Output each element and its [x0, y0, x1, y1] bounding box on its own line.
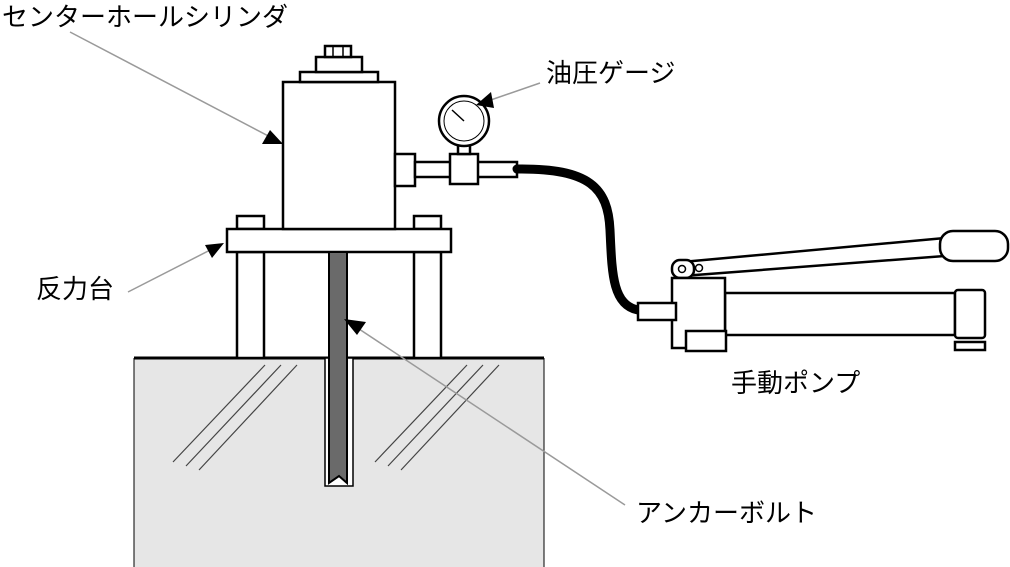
hand-pump — [636, 229, 1010, 353]
stand-left-leg-cap — [235, 214, 266, 231]
stand-left-leg — [235, 250, 266, 360]
cylinder-nut — [314, 55, 364, 74]
hydraulic-hose — [512, 164, 643, 315]
pump-foot — [953, 340, 987, 352]
label-hand-pump: 手動ポンプ — [731, 369, 860, 399]
cylinder-body — [281, 80, 397, 231]
cylinder-port — [393, 152, 417, 188]
pump-handle-grip — [938, 229, 1010, 263]
arrowheads — [205, 92, 494, 335]
arrow-bolt — [344, 319, 366, 335]
leader-bolt — [349, 322, 626, 506]
pump-outlet — [636, 301, 678, 322]
pump-end-cap — [953, 288, 987, 340]
reaction-stand — [225, 214, 453, 360]
leader-stand — [127, 245, 219, 293]
gauge-tee — [448, 152, 480, 186]
stand-plate — [225, 227, 453, 254]
arrow-gauge — [476, 92, 494, 108]
center-hole-cylinder — [281, 44, 417, 231]
pipe-assembly — [413, 94, 519, 186]
arrow-stand — [205, 243, 224, 258]
label-oil-pressure-gauge: 油圧ゲージ — [546, 59, 675, 89]
stand-right-leg — [412, 250, 443, 360]
ground-hatching — [172, 364, 500, 471]
label-center-hole-cylinder: センターホールシリンダ — [2, 3, 288, 33]
pump-base — [684, 329, 728, 353]
pump-tank — [723, 291, 957, 337]
leader-cylinder — [69, 31, 277, 141]
label-anchor-bolt: アンカーボルト — [636, 499, 817, 529]
pump-handle — [680, 236, 947, 278]
stand-right-leg-cap — [412, 214, 443, 231]
label-reaction-stand: 反力台 — [36, 275, 114, 305]
cylinder-top-plate — [298, 70, 380, 84]
anchor-bolt — [328, 251, 348, 486]
bolt-tip — [323, 44, 353, 59]
gauge-needle — [451, 109, 465, 122]
arrow-cylinder — [262, 130, 283, 144]
